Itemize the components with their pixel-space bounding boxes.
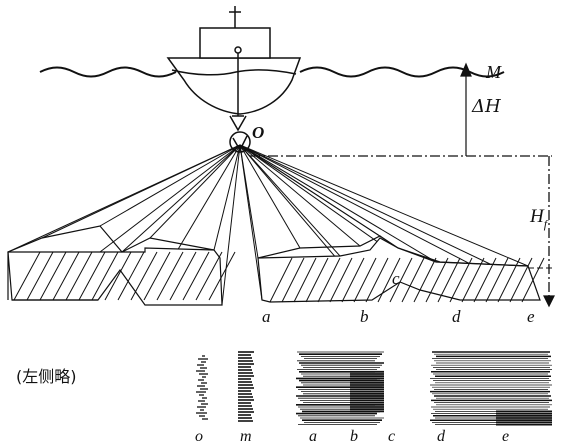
hatch-line [317,257,341,303]
beam-ray [99,144,241,253]
beam-ray [239,144,399,249]
hatch-line [195,251,223,301]
hatch-line [449,257,473,303]
seabed-left-hatch [13,251,236,301]
label-delta-h: ΔH [471,96,501,117]
record-label-d: d [437,428,446,445]
hatch-line [305,257,329,303]
beam-ray [239,144,263,301]
hatch-line [104,251,132,301]
hatch-line [26,251,54,301]
hatch-line [156,251,184,301]
hatch-line [13,251,41,301]
hatch-line [341,257,365,303]
hatch-line [78,251,106,301]
hatch-line [377,257,401,303]
label-hf: Hf [529,206,549,231]
survey-ship [166,6,302,132]
hatch-line [521,257,545,303]
beam-ray [221,144,241,306]
hatch-line [461,257,485,303]
label-origin: O [252,123,264,142]
hatch-line [117,251,145,301]
hatch-line [425,257,449,303]
hatch-line [65,251,93,301]
hatch-line [208,251,236,301]
record-label-b: b [350,428,358,445]
delta-h-dimension [460,62,472,156]
label-point-c: c [392,269,400,288]
beam-ray [99,144,241,227]
label-surface: M [485,62,502,82]
echo-record-strip-o [196,355,208,420]
record-label-c: c [388,428,395,445]
beam-ray [239,144,361,247]
beam-ray [121,144,241,253]
label-point-a: a [262,307,271,326]
label-point-e: e [527,307,535,326]
beam-ray [213,144,241,251]
record-label-o: o [195,428,203,445]
label-point-b: b [360,307,369,326]
echo-record-strip-m [238,351,254,422]
hatch-line [39,251,67,301]
hatch-line [143,251,171,301]
hatch-line [293,257,317,303]
hatch-line [281,257,305,303]
seabed-left-section [7,225,223,306]
sea-surface-wave [39,66,505,78]
hatch-line [52,251,80,301]
beam-ray [239,144,301,249]
hatch-line [353,257,377,303]
seabed-right-hatch [269,257,545,303]
hatch-line [509,257,533,303]
hatch-line [497,257,521,303]
label-point-d: d [452,307,461,326]
record-label-m: m [240,428,252,445]
hatch-line [169,251,197,301]
hatch-line [269,257,293,303]
hatch-line [401,257,425,303]
hatch-line [182,251,210,301]
beam-ray [41,144,241,239]
record-label-e: e [502,428,509,445]
beam-ray [149,144,241,239]
beam-ray [239,144,491,265]
beam-ray [239,144,437,263]
hatch-line [329,257,353,303]
hatch-line [389,257,413,303]
hatch-line [130,251,158,301]
hatch-line [91,251,119,301]
record-label-a: a [309,428,317,445]
hatch-line [485,257,509,303]
hf-dimension [543,295,555,308]
echo-record-strip-main [296,351,552,426]
beam-ray [239,144,529,267]
hatch-line [473,257,497,303]
label-side-omitted: (左侧略) [16,367,77,386]
hatch-line [365,257,389,303]
hatch-line [437,257,461,303]
acoustic-beam-fan [7,144,541,306]
hatch-line [413,257,437,303]
beam-ray [239,144,341,257]
